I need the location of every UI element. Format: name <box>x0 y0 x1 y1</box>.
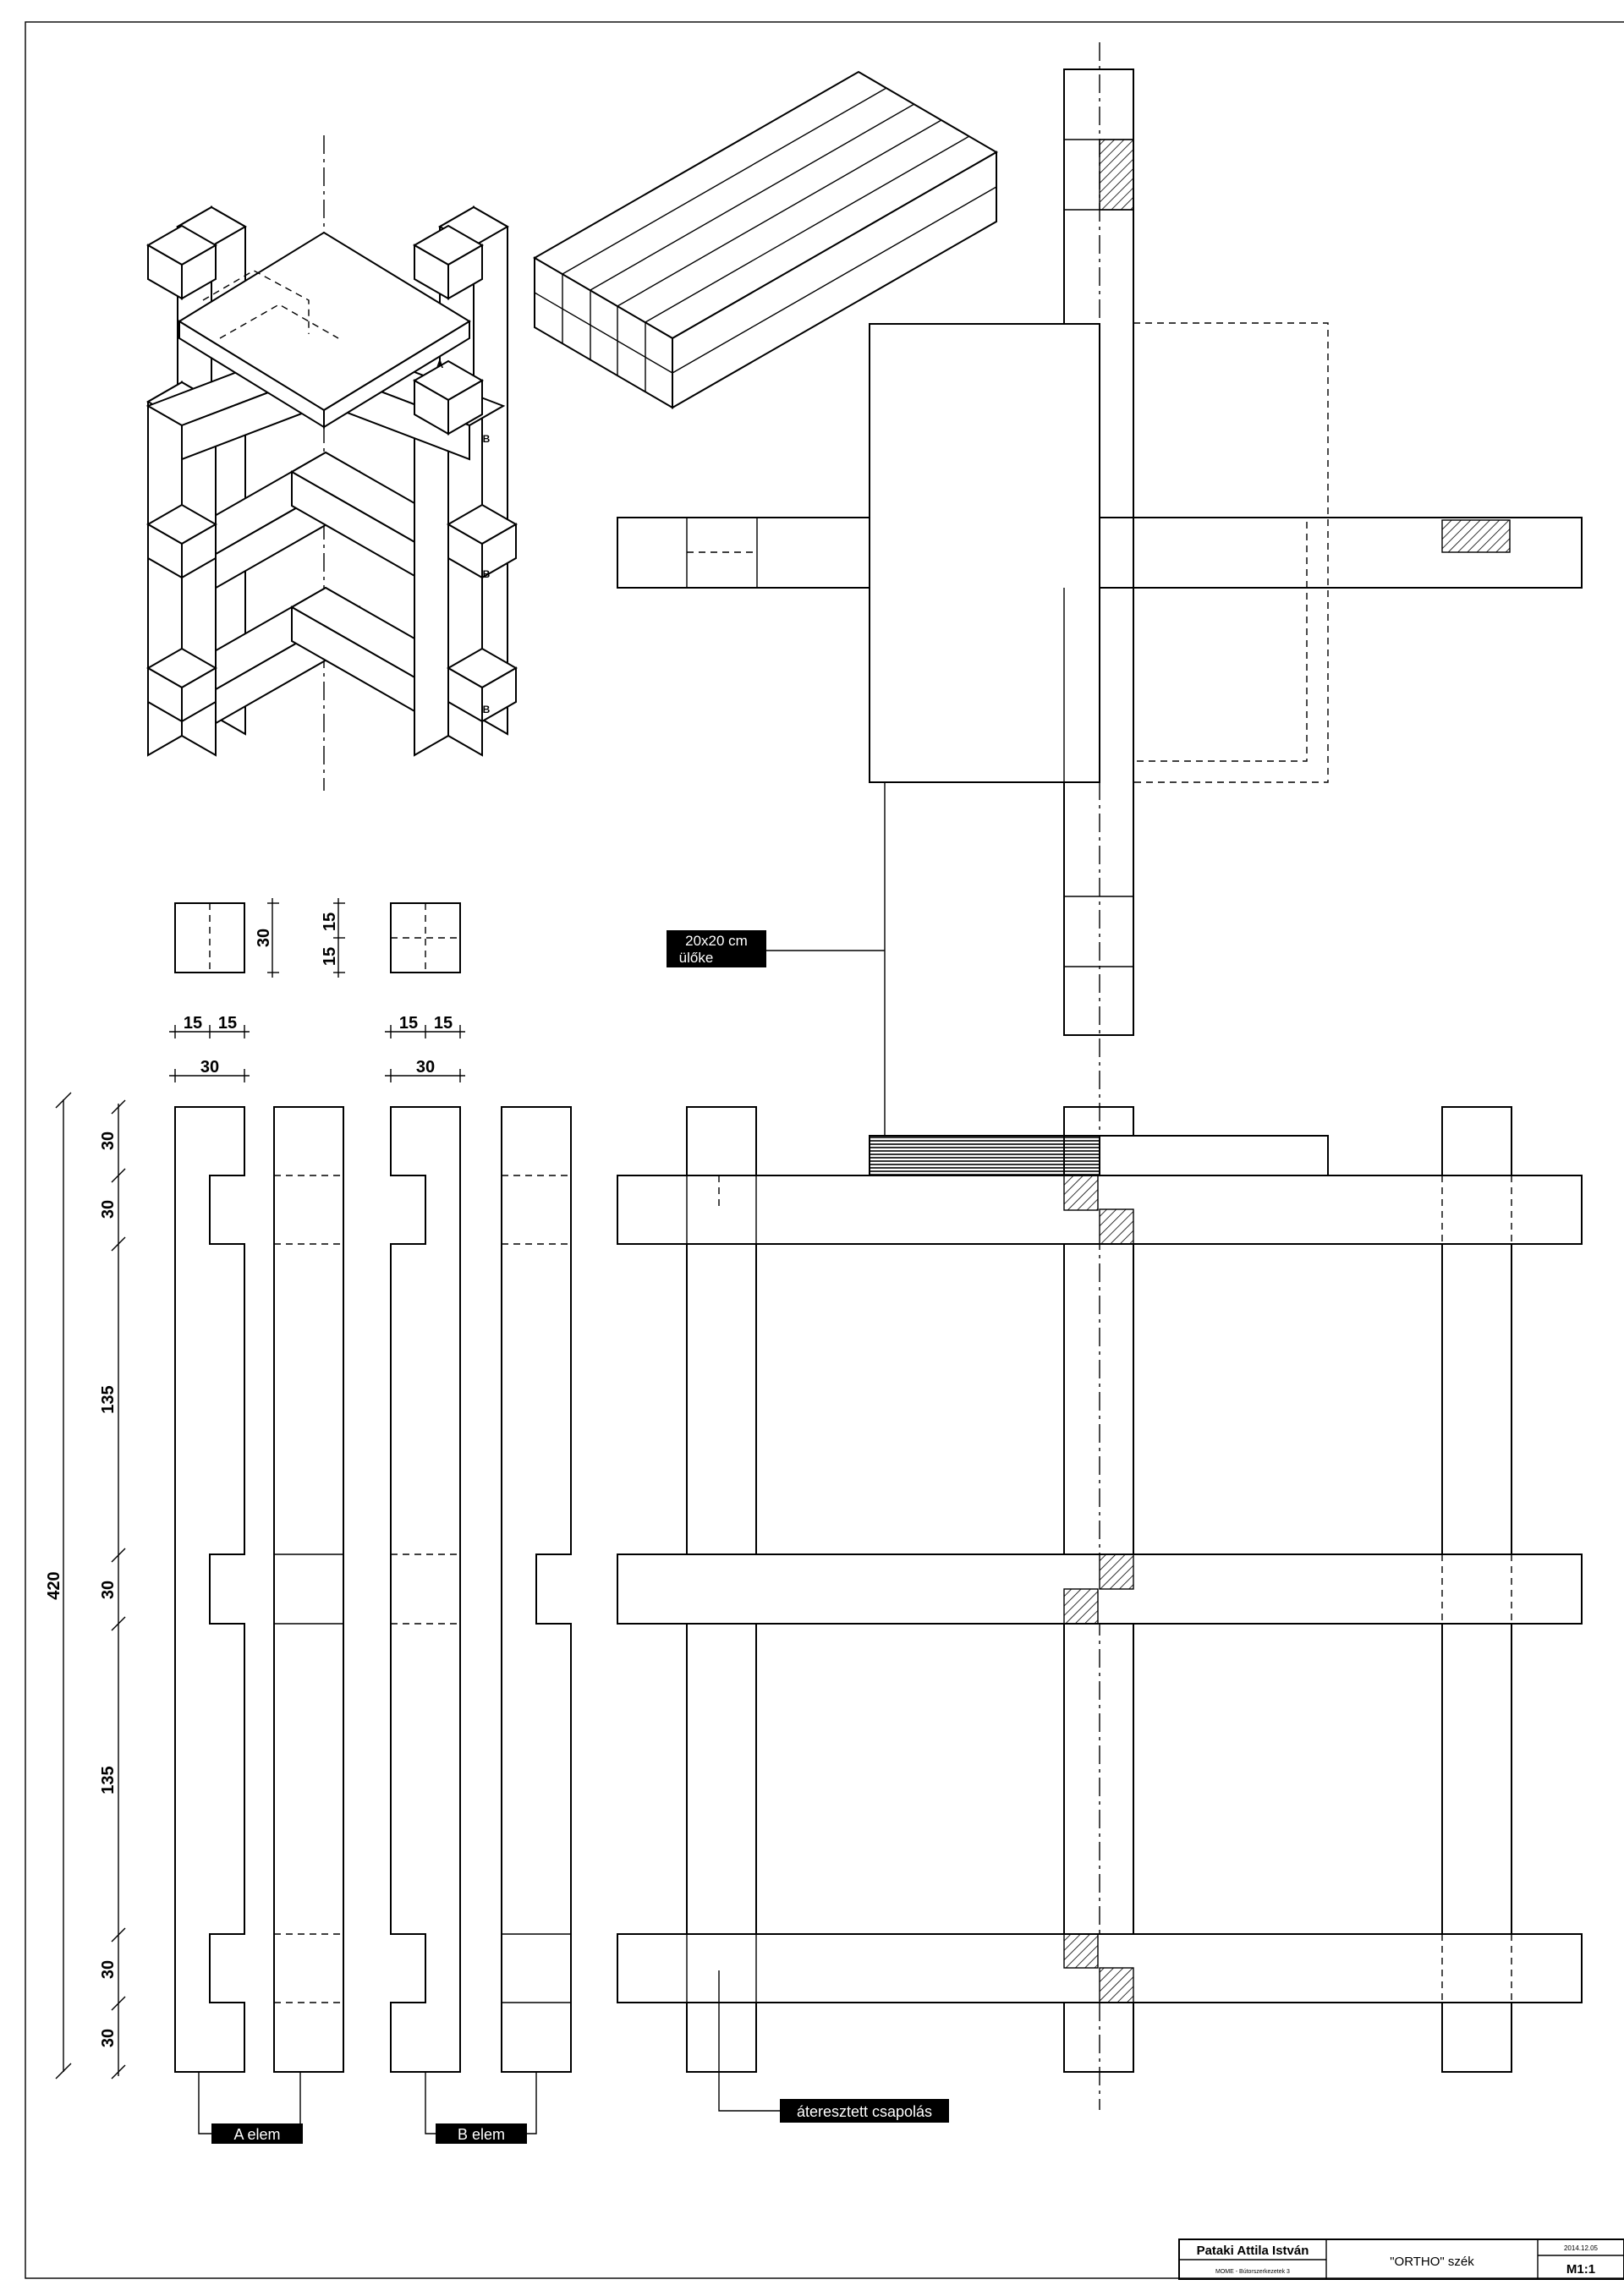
title-block-author: Pataki Attila István <box>1197 2244 1309 2258</box>
sheet-border <box>25 21 1624 2279</box>
title-block: Pataki Attila István MOME - Bútorszerkez… <box>1178 2238 1624 2280</box>
b-dim-width: 30 <box>416 1058 435 1077</box>
label-b-element-text: B elem <box>458 2126 505 2143</box>
total-height-dim: 420 <box>45 1571 63 1599</box>
seg-dim-6: 30 <box>99 1960 118 1979</box>
label-seat-line1: 20x20 cm <box>685 933 748 949</box>
b-dim-half-left: 15 <box>399 1014 418 1033</box>
seg-dim-1: 30 <box>99 1132 118 1150</box>
label-a-element <box>211 2123 303 2144</box>
label-joint-text: áteresztett csapolás <box>797 2103 932 2120</box>
seg-dim-2: 30 <box>99 1200 118 1219</box>
label-a-element-text: A elem <box>233 2126 280 2143</box>
a-dim-width: 30 <box>200 1058 219 1077</box>
iso-label-b-bottom: B <box>483 704 491 715</box>
section-b-dim-bottom: 15 <box>321 947 339 966</box>
label-joint <box>780 2099 949 2123</box>
iso-label-b-mid: B <box>483 568 491 580</box>
section-a-dim: 30 <box>255 929 273 947</box>
b-dim-half-right: 15 <box>434 1014 453 1033</box>
label-seat-line2: ülőke <box>679 950 714 966</box>
iso-label-b-top: B <box>483 433 491 445</box>
seg-dim-3: 135 <box>99 1385 118 1413</box>
iso-label-a: A <box>436 359 444 370</box>
a-dim-half-right: 15 <box>218 1014 237 1033</box>
title-block-title: "ORTHO" szék <box>1390 2255 1474 2269</box>
front-elevation: 20x20 cm ülőke áteresztett csapolás <box>617 782 1583 2123</box>
profile-sections: 30 15 15 15 15 15 15 30 30 <box>169 898 465 1082</box>
isometric-view: A B B B <box>145 135 518 791</box>
title-block-date: 2014.12.05 <box>1564 2244 1599 2252</box>
label-b-element <box>436 2123 527 2144</box>
seg-dim-4: 30 <box>99 1581 118 1599</box>
plan-view <box>617 42 1583 2110</box>
label-seat <box>667 930 766 967</box>
section-b-dim-top: 15 <box>321 912 339 931</box>
title-block-school: MOME - Bútorszerkezetek 3 <box>1215 2269 1290 2275</box>
seg-dim-5: 135 <box>99 1766 118 1794</box>
seg-dim-7: 30 <box>99 2029 118 2047</box>
a-dim-half-left: 15 <box>184 1014 202 1033</box>
seat-block-isometric <box>533 70 998 409</box>
title-block-scale: M1:1 <box>1566 2262 1595 2277</box>
element-elevations: 420 30 30 135 30 135 30 30 <box>45 1092 572 2144</box>
